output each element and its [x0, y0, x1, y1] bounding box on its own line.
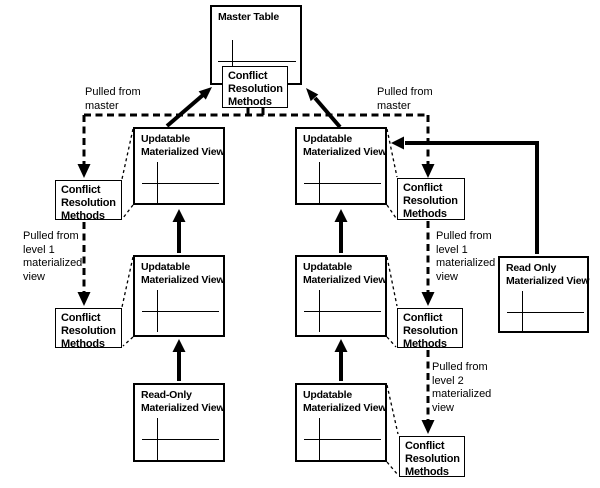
- node-crm-master: Conflict Resolution Methods: [222, 66, 288, 108]
- label-pulled-from-master-right: Pulled from master: [377, 86, 433, 112]
- dashed-pull-from-master-line: [77, 108, 435, 178]
- arrow-right-mid-to-top: [334, 209, 348, 253]
- node-updatable-mv-right-bottom: Updatable Materialized View: [295, 383, 387, 462]
- dashed-pull-level2-right-arrow: [421, 350, 435, 434]
- table-icon-line: [157, 418, 159, 460]
- node-label: Conflict Resolution Methods: [61, 312, 116, 350]
- arrow-readonly-to-right-top: [391, 136, 539, 254]
- node-label: Updatable Materialized View: [303, 389, 387, 414]
- node-crm-left-2: Conflict Resolution Methods: [55, 308, 122, 350]
- arrow-left-mid-to-top: [172, 209, 186, 253]
- table-icon-line: [142, 183, 219, 185]
- table-icon: [500, 258, 587, 333]
- node-updatable-mv-right-top: Updatable Materialized View: [295, 127, 387, 205]
- table-icon: [135, 257, 223, 335]
- dashed-pull-level1-right-arrow: [421, 221, 435, 306]
- label-pulled-from-level1-left: Pulled from level 1 materialized view: [23, 230, 83, 283]
- node-label: Read Only Materialized View: [506, 262, 590, 287]
- table-icon-line: [522, 291, 524, 333]
- node-crm-right-2: Conflict Resolution Methods: [397, 308, 463, 350]
- label-pulled-from-level2-right: Pulled from level 2 materialized view: [432, 361, 492, 414]
- table-icon: [212, 7, 300, 83]
- table-icon: [297, 257, 385, 335]
- arrow-right-mv-to-master: [306, 88, 342, 129]
- table-icon-line: [304, 183, 381, 185]
- node-label: Master Table: [218, 11, 280, 23]
- table-icon: [135, 129, 223, 204]
- node-crm-right-3: Conflict Resolution Methods: [399, 436, 465, 478]
- table-icon-line: [319, 290, 321, 332]
- node-label: Updatable Materialized View: [303, 261, 387, 286]
- node-label: Conflict Resolution Methods: [403, 182, 458, 220]
- label-pulled-from-level1-right: Pulled from level 1 materialized view: [436, 230, 496, 283]
- node-readonly-mv-left-bottom: Read-Only Materialized View: [133, 383, 225, 462]
- table-icon-line: [157, 290, 159, 332]
- node-label: Updatable Materialized View: [303, 133, 387, 158]
- table-icon-line: [142, 311, 219, 313]
- node-label: Updatable Materialized View: [141, 261, 225, 286]
- crm-callout-connectors: [121, 128, 399, 476]
- table-icon-line: [157, 162, 159, 204]
- table-icon-line: [304, 311, 381, 313]
- node-updatable-mv-right-mid: Updatable Materialized View: [295, 255, 387, 337]
- node-updatable-mv-left-top: Updatable Materialized View: [133, 127, 225, 205]
- table-icon-line: [232, 40, 234, 83]
- node-label: Conflict Resolution Methods: [405, 440, 460, 478]
- arrow-left-mv-to-master: [165, 87, 212, 128]
- node-label: Conflict Resolution Methods: [403, 312, 458, 350]
- table-icon-line: [142, 439, 219, 441]
- node-label: Updatable Materialized View: [141, 133, 225, 158]
- node-label: Read-Only Materialized View: [141, 389, 225, 414]
- table-icon-line: [304, 439, 381, 441]
- node-label: Conflict Resolution Methods: [61, 184, 116, 222]
- dashed-pull-level1-left-arrow: [77, 222, 91, 306]
- arrow-left-bottom-to-mid: [172, 339, 186, 381]
- node-crm-right-1: Conflict Resolution Methods: [397, 178, 465, 220]
- node-label: Conflict Resolution Methods: [228, 70, 283, 108]
- table-icon-line: [218, 61, 296, 63]
- table-icon: [135, 385, 223, 460]
- table-icon-line: [319, 162, 321, 204]
- arrow-right-bottom-to-mid: [334, 339, 348, 381]
- node-readonly-mv-far-right: Read Only Materialized View: [498, 256, 590, 333]
- table-icon: [297, 129, 385, 204]
- table-icon-line: [319, 418, 321, 460]
- table-icon: [297, 385, 385, 460]
- label-pulled-from-master-left: Pulled from master: [85, 86, 141, 112]
- node-updatable-mv-left-mid: Updatable Materialized View: [133, 255, 225, 337]
- node-crm-left-1: Conflict Resolution Methods: [55, 180, 122, 222]
- table-icon-line: [507, 312, 584, 314]
